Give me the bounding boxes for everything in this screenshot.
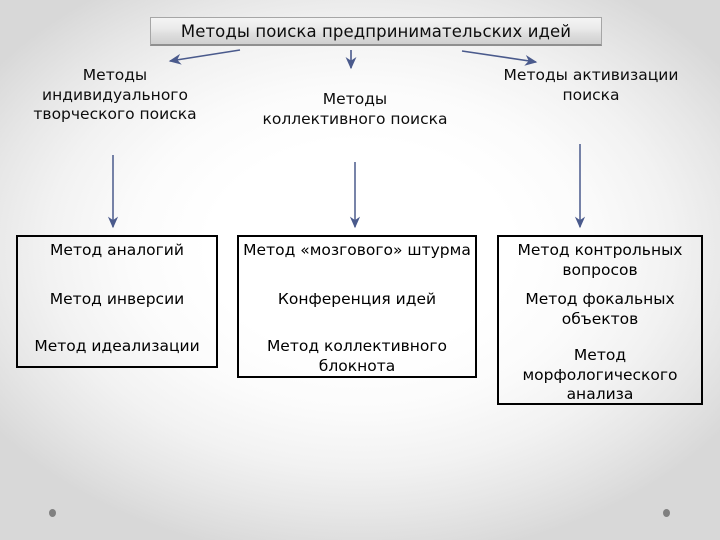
slide-title-box: Методы поиска предпринимательских идей [150, 17, 602, 46]
method-item: Метод фокальных объектов [525, 290, 675, 328]
method-item: Метод коллективного блокнота [266, 337, 448, 375]
method-item: Метод идеализации [34, 337, 200, 355]
column-heading-collective: Методы коллективного поиска [262, 90, 448, 128]
methods-box-activation [497, 235, 703, 405]
bullet-dot-icon [49, 509, 56, 517]
method-item: Метод контрольных вопросов [517, 241, 683, 279]
methods-box-individual [16, 235, 218, 368]
method-item: Конференция идей [277, 290, 437, 308]
column-heading-individual: Методы индивидуального творческого поиск… [33, 66, 197, 123]
method-item: Метод «мозгового» штурма [243, 241, 471, 259]
bullet-dot-icon [663, 509, 670, 517]
methods-box-collective [237, 235, 477, 378]
column-heading-activation: Методы активизации поиска [503, 66, 679, 104]
arrow-title-to-right-column [461, 50, 538, 66]
method-item: Метод инверсии [49, 290, 185, 308]
method-item: Метод аналогий [50, 241, 184, 259]
page-title: Методы поиска предпринимательских идей [180, 21, 572, 41]
arrow-title-to-left-column [168, 49, 241, 65]
method-item: Метод морфологического анализа [522, 346, 678, 403]
